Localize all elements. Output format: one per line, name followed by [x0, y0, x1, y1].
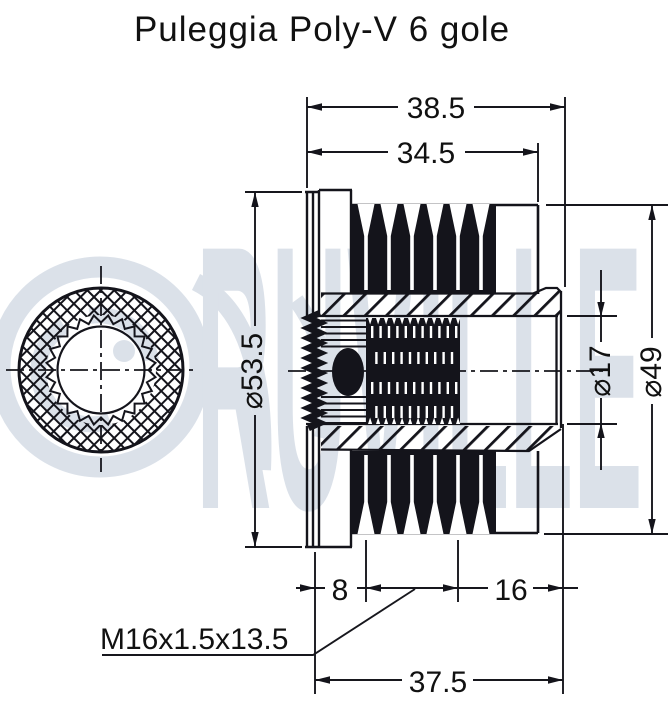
pulley-groove-mesh-ring — [19, 288, 183, 452]
watermark-swoosh — [191, 273, 272, 471]
watermark-logo-dot — [113, 340, 135, 362]
hub-web-outline — [320, 286, 562, 453]
hub-hatch-bottom — [321, 426, 561, 451]
rim-section-bottom — [352, 451, 496, 534]
spline-serration — [300, 310, 329, 431]
dim-body-width: 34.5 — [397, 137, 455, 170]
dim-outer-diameter: ⌀49 — [635, 346, 668, 397]
spline-ridge-lines — [321, 319, 369, 424]
section-view — [300, 188, 563, 549]
dimension-lines — [102, 97, 668, 694]
drawing-title: Puleggia Poly-V 6 gole — [134, 10, 510, 49]
hub-hatch-top — [321, 287, 561, 316]
flange-outline — [305, 188, 353, 549]
dim-bore-diameter: ⌀17 — [584, 345, 617, 396]
spline-section-blob — [332, 348, 364, 396]
dimension-arrowheads — [251, 103, 656, 684]
watermark-logo-blade — [88, 307, 159, 362]
dim-thread-spec: M16x1.5x13.5 — [100, 623, 288, 656]
dim-spline-length: 8 — [332, 574, 349, 607]
watermark-logo-ring — [0, 256, 211, 478]
dim-flange-diameter: ⌀53.5 — [236, 333, 269, 409]
extension-lines — [245, 97, 668, 694]
watermark: RUVILLE — [0, 167, 643, 588]
thread-crests — [368, 318, 461, 424]
front-view — [17, 286, 185, 454]
dim-mount-depth: 37.5 — [409, 666, 467, 699]
dim-hub-length: 16 — [494, 574, 527, 607]
pulley-bore-circle — [56, 325, 146, 415]
rim-section-top — [352, 204, 496, 293]
pulley-spline-ring — [44, 313, 158, 427]
dim-overall-width: 38.5 — [407, 92, 465, 125]
thread-leader-line — [102, 588, 416, 656]
poly-v-grooves — [357, 204, 490, 534]
